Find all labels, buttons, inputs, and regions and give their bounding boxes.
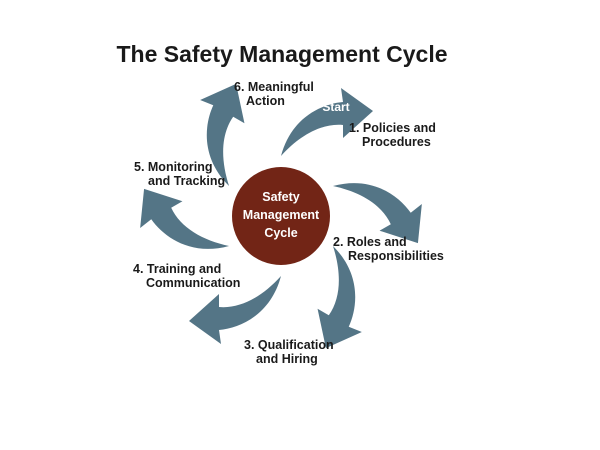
step-1-label-line-1: 1. Policies and xyxy=(349,121,436,135)
center-line-1: Safety xyxy=(262,190,300,204)
cycle-arrows xyxy=(140,83,422,349)
step-2-label-line-2: Responsibilities xyxy=(348,249,444,263)
step-4-label-line-2: Communication xyxy=(146,276,240,290)
cycle-arrow-5 xyxy=(140,188,230,249)
step-6-label-line-2: Action xyxy=(246,94,285,108)
step-1-label-line-2: Procedures xyxy=(362,135,431,149)
cycle-arrow-3 xyxy=(317,246,362,349)
center-line-2: Management xyxy=(243,208,320,222)
step-3-label-line-1: 3. Qualification xyxy=(244,338,334,352)
diagram-title: The Safety Management Cycle xyxy=(116,41,447,67)
start-label: Start xyxy=(322,100,349,114)
step-2-label-line-1: 2. Roles and xyxy=(333,235,407,249)
cycle-arrow-1 xyxy=(281,88,373,156)
cycle-arrow-4 xyxy=(189,276,281,344)
step-6-label-line-1: 6. Meaningful xyxy=(234,80,314,94)
step-5-label-line-1: 5. Monitoring xyxy=(134,160,212,174)
step-5-label-line-2: and Tracking xyxy=(148,174,225,188)
cycle-arrow-2 xyxy=(332,183,422,244)
cycle-arrow-6 xyxy=(200,83,245,186)
center-line-3: Cycle xyxy=(264,226,297,240)
step-4-label-line-1: 4. Training and xyxy=(133,262,221,276)
center-hub xyxy=(232,167,330,265)
step-3-label-line-2: and Hiring xyxy=(256,352,318,366)
